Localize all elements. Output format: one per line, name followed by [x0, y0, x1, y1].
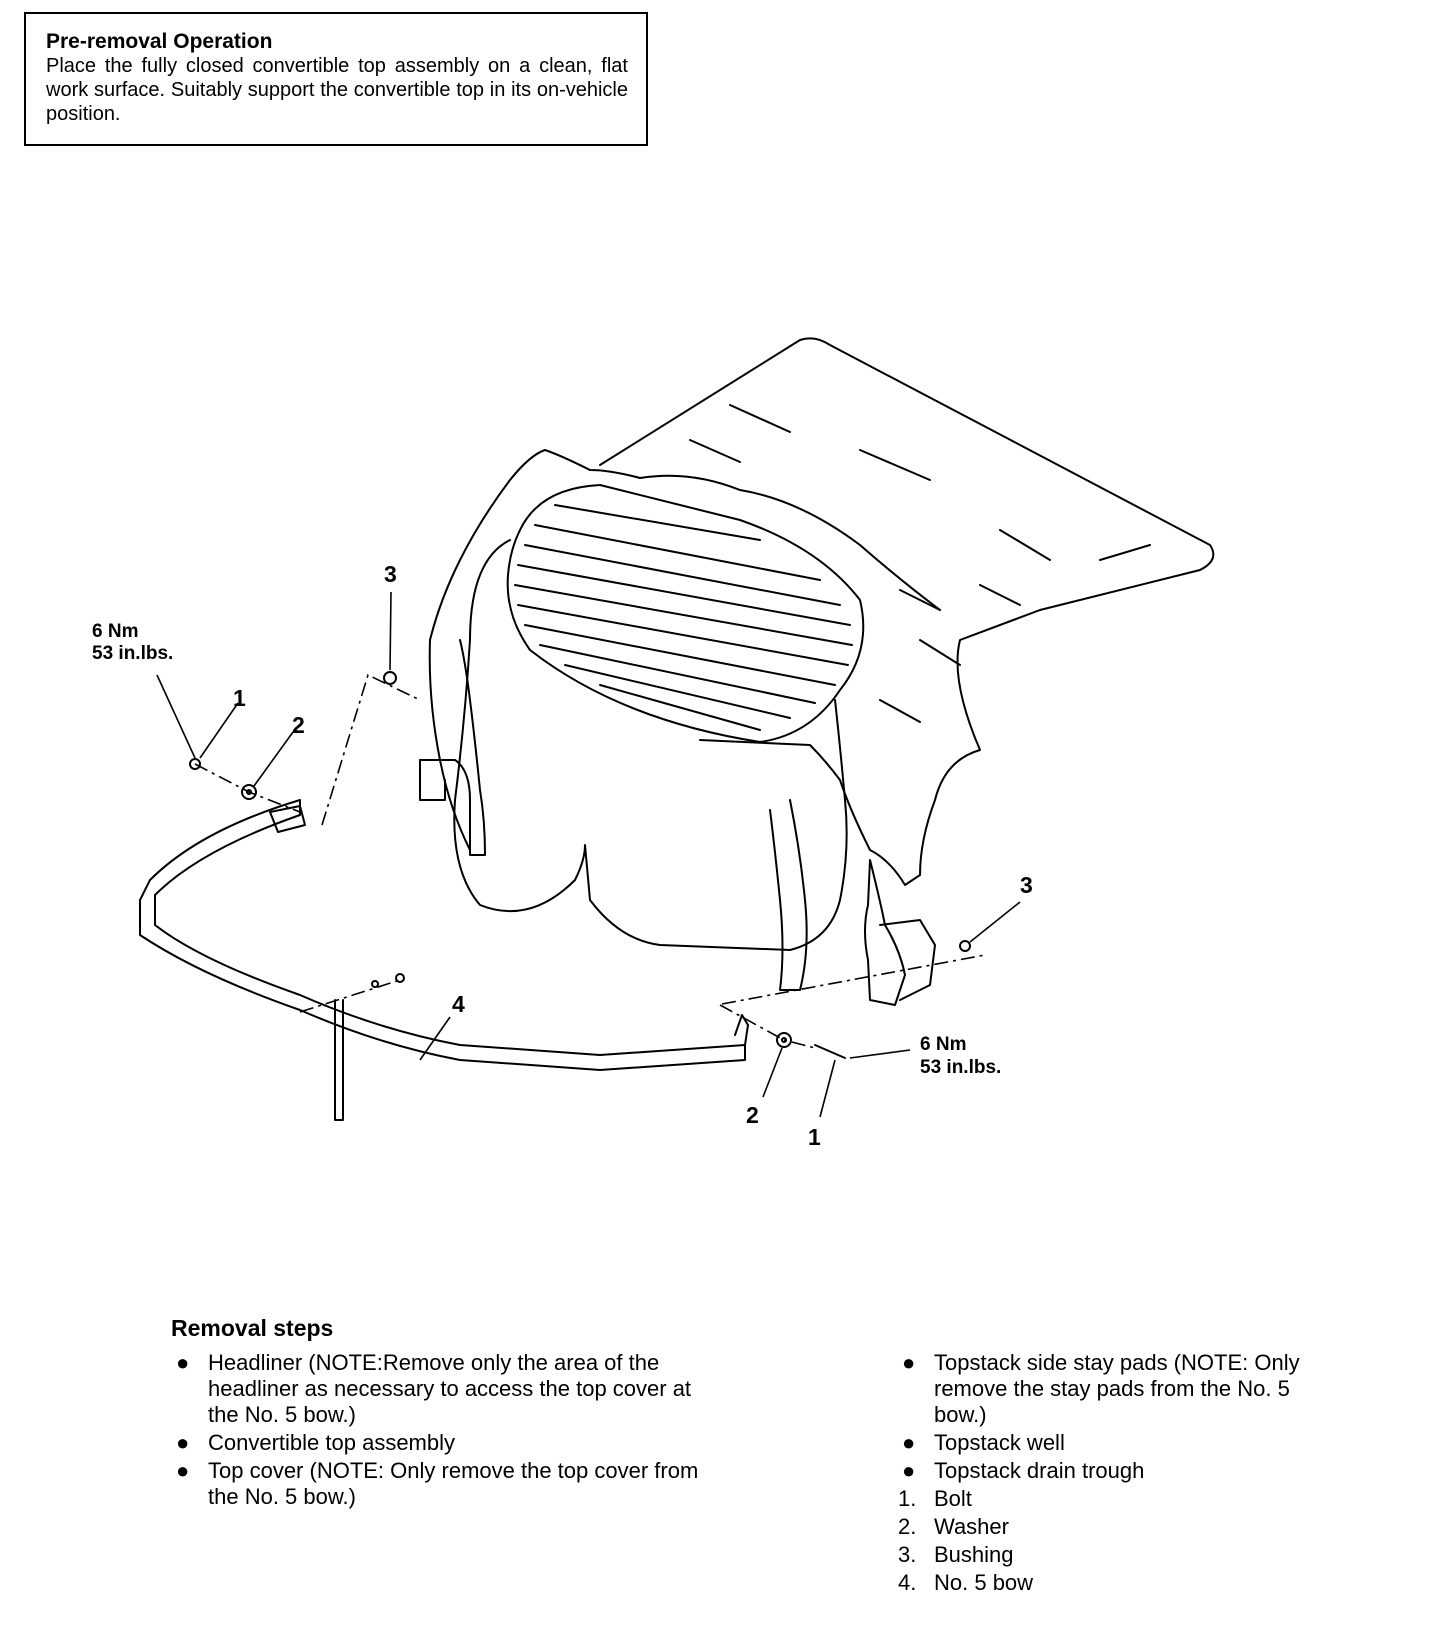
callout-2-left: 2: [292, 712, 305, 738]
step-headliner: ●Headliner (NOTE:Remove only the area of…: [176, 1350, 692, 1427]
callout-3-left: 3: [384, 561, 397, 587]
pre-removal-text: Place the fully closed convertible top a…: [46, 55, 628, 125]
step-no5-bow: 4.No. 5 bow: [898, 1570, 1034, 1595]
callout-2-bottom: 2: [746, 1102, 759, 1128]
torque-left-inlbs: 53 in.lbs.: [92, 643, 173, 664]
callout-4: 4: [452, 991, 465, 1017]
bolt-left: [189, 758, 201, 770]
removal-steps-right: ●Topstack side stay pads (NOTE: Only rem…: [898, 1350, 1318, 1598]
bolt-right: [814, 1044, 846, 1059]
step-drain-trough: ●Topstack drain trough: [902, 1458, 1145, 1483]
step-washer: 2.Washer: [898, 1514, 1009, 1539]
step-convertible-top-assembly: ●Convertible top assembly: [176, 1430, 456, 1455]
washer-left: [241, 784, 257, 800]
removal-steps-title: Removal steps: [171, 1315, 334, 1341]
callout-1-bottom: 1: [808, 1124, 821, 1150]
step-topstack-well: ●Topstack well: [902, 1430, 1065, 1455]
bushing-right: [959, 940, 971, 952]
no5-bow: [139, 799, 746, 1071]
torque-left-nm: 6 Nm: [92, 621, 138, 642]
step-top-cover: ●Top cover (NOTE: Only remove the top co…: [176, 1458, 699, 1509]
roof-canvas: [599, 337, 1215, 886]
rear-shell: [429, 449, 941, 641]
washer-right: [776, 1032, 792, 1048]
step-bushing: 3.Bushing: [898, 1542, 1014, 1567]
callout-3-right: 3: [1020, 872, 1033, 898]
bushing-left: [383, 671, 397, 685]
rear-window: [506, 484, 865, 743]
pre-removal-title: Pre-removal Operation: [46, 30, 273, 53]
torque-right-inlbs: 53 in.lbs.: [920, 1057, 1001, 1078]
removal-steps-left: ●Headliner (NOTE:Remove only the area of…: [172, 1350, 712, 1512]
left-bracket: [419, 639, 486, 856]
step-bolt: 1.Bolt: [898, 1486, 972, 1511]
right-hinge: [864, 859, 906, 1006]
step-side-stay-pads: ●Topstack side stay pads (NOTE: Only rem…: [902, 1350, 1300, 1427]
torque-right-nm: 6 Nm: [920, 1034, 966, 1055]
cable: [453, 539, 848, 951]
pre-removal-note: Pre-removal Operation Place the fully cl…: [24, 12, 648, 146]
callout-1-left: 1: [233, 685, 246, 711]
